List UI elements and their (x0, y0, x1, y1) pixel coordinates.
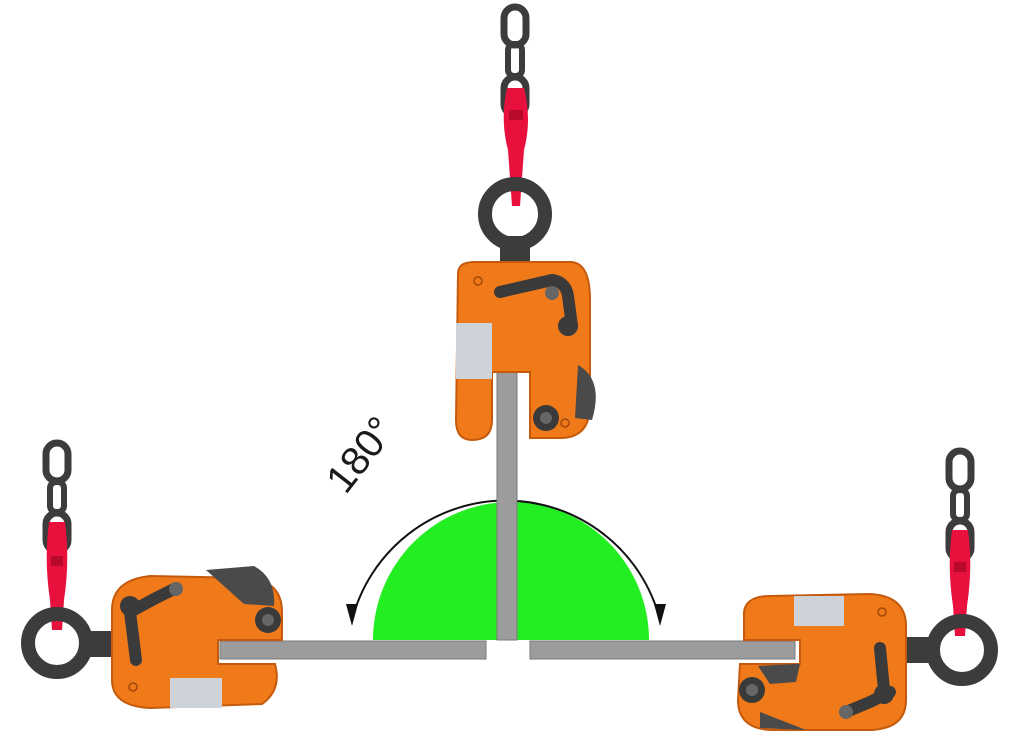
top-chain-icon (504, 7, 526, 115)
right-clamp-icon (736, 592, 998, 731)
top-shackle-icon (503, 88, 528, 206)
right-chain-icon (949, 451, 971, 559)
top-clamp-icon (454, 177, 596, 442)
left-clamp-icon (21, 566, 283, 710)
left-shackle-icon (46, 522, 68, 630)
left-chain-icon (46, 443, 68, 551)
steel-plate-icon (219, 371, 796, 660)
right-shackle-icon (949, 530, 971, 636)
